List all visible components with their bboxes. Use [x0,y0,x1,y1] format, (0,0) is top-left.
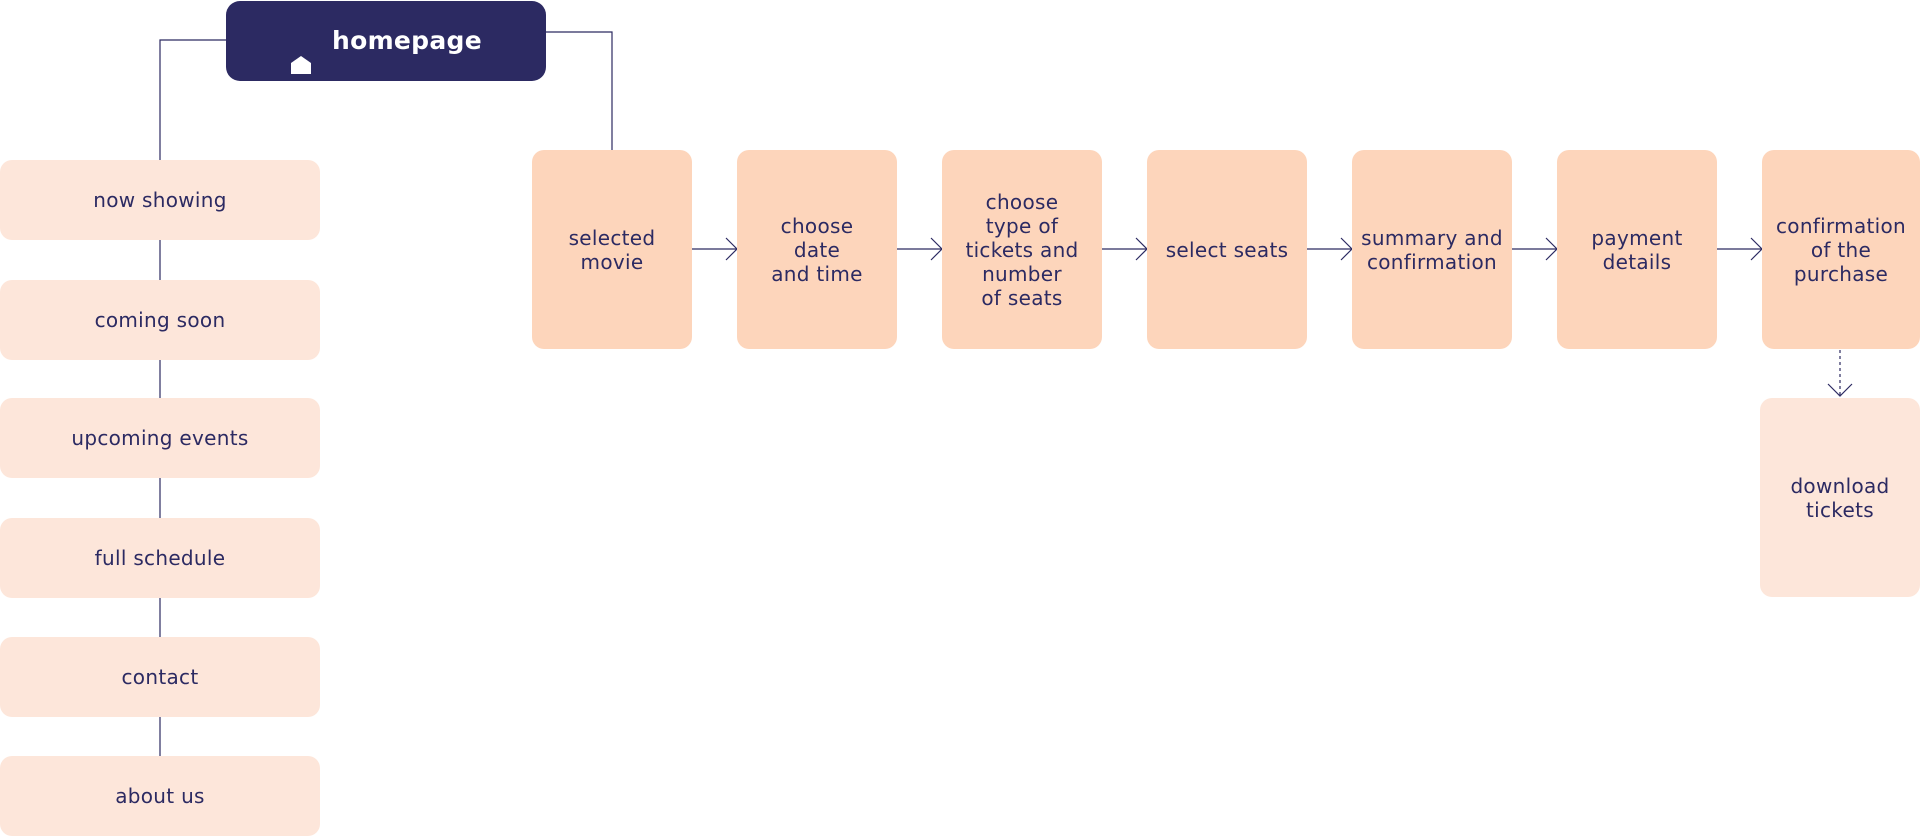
flow-step-label: choose date and time [771,213,863,286]
flow-arrow-dashed-down [1827,350,1853,397]
flow-step-download-tickets[interactable]: download tickets [1760,398,1920,597]
nav-item-label: contact [121,665,199,689]
flow-step-summary-confirmation[interactable]: summary and confirmation [1352,150,1512,349]
flow-step-select-seats[interactable]: select seats [1147,150,1307,349]
flow-arrow-4 [1307,237,1353,261]
nav-item-label: full schedule [94,546,226,570]
flow-step-selected-movie[interactable]: selected movie [532,150,692,349]
flow-step-label: payment details [1591,225,1683,274]
flow-step-choose-tickets[interactable]: choose type of tickets and number of sea… [942,150,1102,349]
flow-step-label: confirmation of the purchase [1775,213,1907,286]
nav-item-label: coming soon [94,308,226,332]
homepage-node[interactable]: homepage [226,1,546,81]
flow-arrow-5 [1512,237,1558,261]
nav-item-upcoming-events[interactable]: upcoming events [0,398,320,478]
flow-step-label: summary and confirmation [1361,225,1503,274]
flow-step-choose-date-time[interactable]: choose date and time [737,150,897,349]
flow-arrow-3 [1102,237,1148,261]
flow-step-payment-details[interactable]: payment details [1557,150,1717,349]
nav-item-contact[interactable]: contact [0,637,320,717]
flow-step-label: select seats [1165,237,1289,262]
flow-arrow-6 [1717,237,1763,261]
connector-homepage-to-flow [546,31,613,150]
flow-step-label: download tickets [1790,473,1890,522]
nav-item-label: about us [115,784,205,808]
flow-arrow-2 [897,237,943,261]
nav-item-now-showing[interactable]: now showing [0,160,320,240]
flow-step-label: selected movie [568,225,656,274]
nav-item-full-schedule[interactable]: full schedule [0,518,320,598]
homepage-label: homepage [332,26,482,55]
nav-item-about-us[interactable]: about us [0,756,320,836]
flow-step-purchase-confirmation[interactable]: confirmation of the purchase [1762,150,1920,349]
nav-item-label: upcoming events [71,426,249,450]
home-icon [290,30,312,74]
connector-homepage-to-nav [159,39,226,160]
flow-arrow-1 [692,237,738,261]
nav-item-coming-soon[interactable]: coming soon [0,280,320,360]
flow-step-label: choose type of tickets and number of sea… [965,189,1079,310]
nav-item-label: now showing [93,188,227,212]
